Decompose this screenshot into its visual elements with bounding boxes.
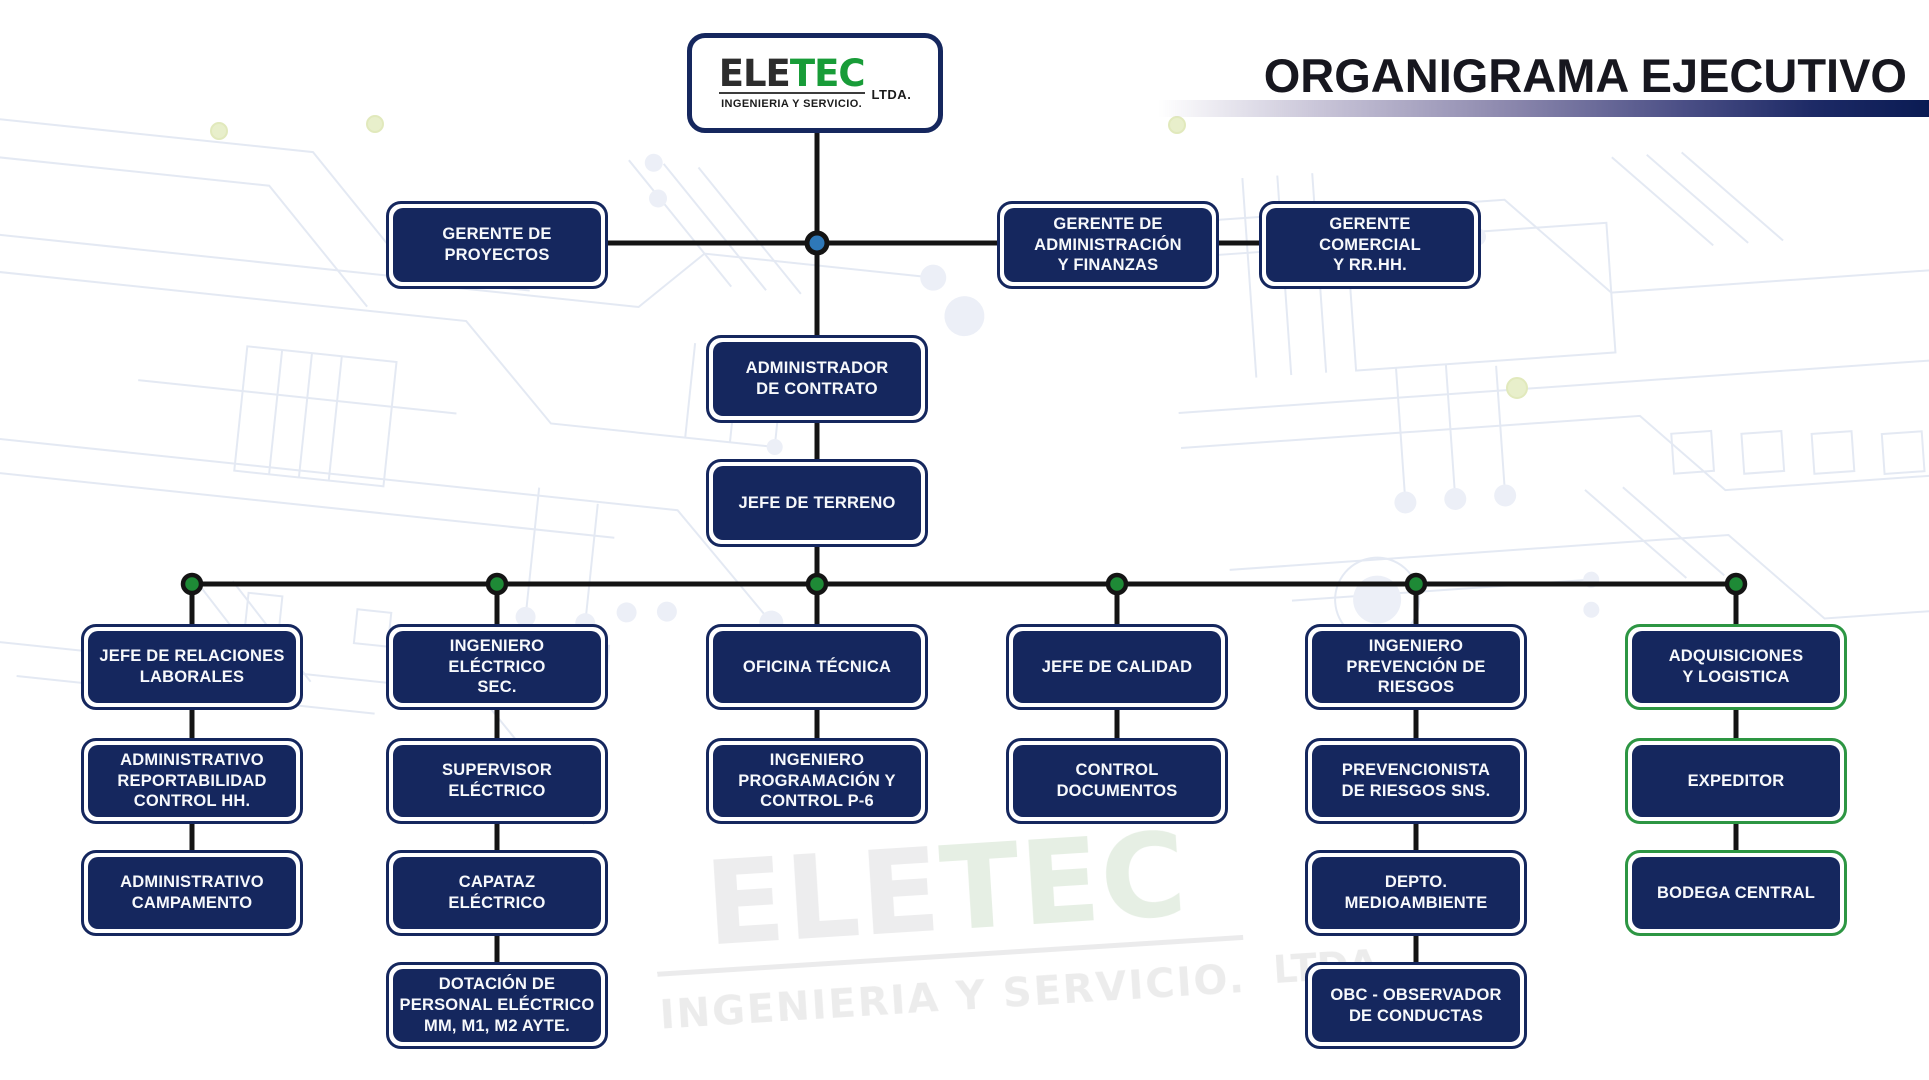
box-prevencionista-de-riesgos-sns: PREVENCIONISTA DE RIESGOS SNS.: [1305, 738, 1527, 824]
box-ingeniero-programacion-y-control-p6: INGENIERO PROGRAMACIÓN Y CONTROL P-6: [706, 738, 928, 824]
box-gerente-de-administracion-y-finanzas: GERENTE DE ADMINISTRACIÓN Y FINANZAS: [997, 201, 1219, 289]
page-title: ORGANIGRAMA EJECUTIVO: [1263, 49, 1907, 102]
box-dotacion-de-personal-electrico: DOTACIÓN DE PERSONAL ELÉCTRICO MM, M1, M…: [386, 962, 608, 1049]
box-jefe-de-relaciones-laborales: JEFE DE RELACIONES LABORALES: [81, 624, 303, 710]
logo-brand: ELETEC: [718, 51, 865, 95]
box-capataz-electrico: CAPATAZ ELÉCTRICO: [386, 850, 608, 936]
box-jefe-de-calidad: JEFE DE CALIDAD: [1006, 624, 1228, 710]
logo-tagline: INGENIERIA Y SERVICIO.: [721, 98, 863, 111]
box-control-documentos: CONTROL DOCUMENTOS: [1006, 738, 1228, 824]
box-ingeniero-electrico-sec: INGENIERO ELÉCTRICO SEC.: [386, 624, 608, 710]
junction-dots-green: [180, 572, 1748, 596]
box-gerente-de-proyectos: GERENTE DE PROYECTOS: [386, 201, 608, 289]
box-obc-observador-de-conductas: OBC - OBSERVADOR DE CONDUCTAS: [1305, 962, 1527, 1049]
company-logo-node: ELETEC INGENIERIA Y SERVICIO. LTDA.: [687, 33, 943, 133]
logo-suffix: LTDA.: [871, 87, 912, 103]
box-adquisiciones-y-logistica: ADQUISICIONES Y LOGISTICA: [1625, 624, 1847, 710]
box-administrativo-campamento: ADMINISTRATIVO CAMPAMENTO: [81, 850, 303, 936]
box-bodega-central: BODEGA CENTRAL: [1625, 850, 1847, 936]
junction-dot-blue: [804, 230, 830, 256]
box-supervisor-electrico: SUPERVISOR ELÉCTRICO: [386, 738, 608, 824]
title-gradient-bar: [1158, 100, 1929, 117]
org-connectors: [189, 133, 1739, 964]
box-gerente-comercial-y-rrhh: GERENTE COMERCIAL Y RR.HH.: [1259, 201, 1481, 289]
box-expeditor: EXPEDITOR: [1625, 738, 1847, 824]
box-jefe-de-terreno: JEFE DE TERRENO: [706, 459, 928, 547]
box-ingeniero-prevencion-de-riesgos: INGENIERO PREVENCIÓN DE RIESGOS: [1305, 624, 1527, 710]
box-administrativo-reportabilidad-control-hh: ADMINISTRATIVO REPORTABILIDAD CONTROL HH…: [81, 738, 303, 824]
box-administrador-de-contrato: ADMINISTRADOR DE CONTRATO: [706, 335, 928, 423]
box-oficina-tecnica: OFICINA TÉCNICA: [706, 624, 928, 710]
box-depto-medioambiente: DEPTO. MEDIOAMBIENTE: [1305, 850, 1527, 936]
